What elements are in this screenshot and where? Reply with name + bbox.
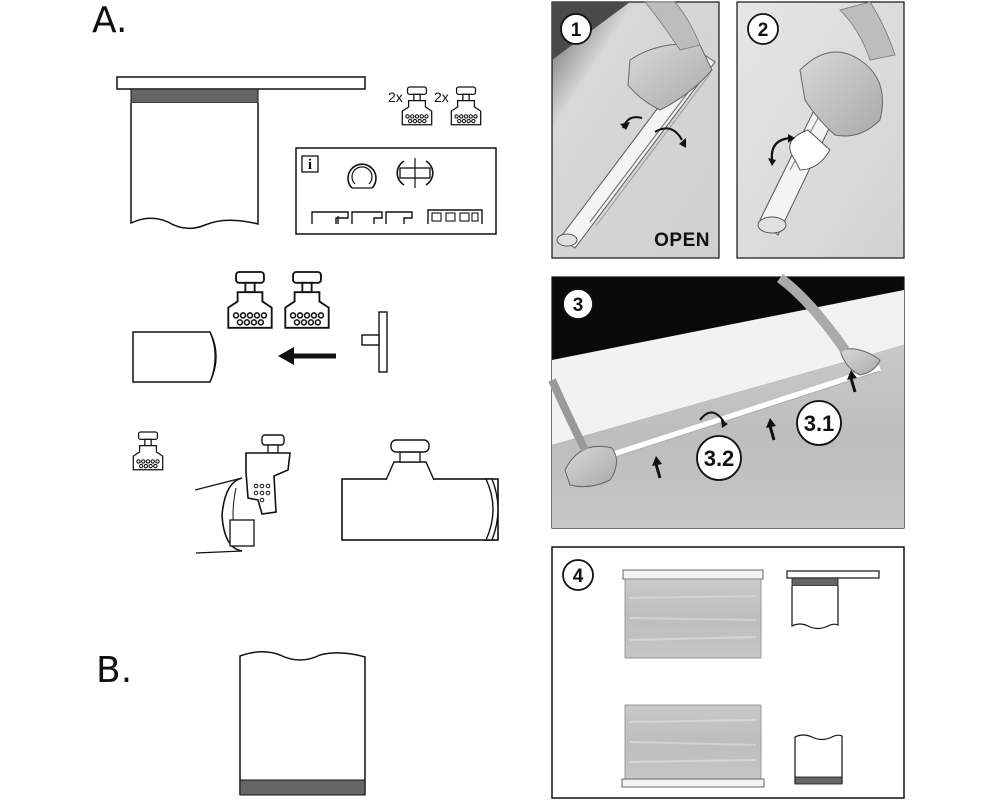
clip-bracket-icon bbox=[450, 86, 482, 126]
step-4-number: 4 bbox=[573, 566, 584, 587]
clip-bracket-icon bbox=[401, 86, 433, 126]
rail-section-profile-icon bbox=[311, 211, 413, 224]
step-1-number: 1 bbox=[571, 20, 582, 41]
step-1-panel: 1 OPEN bbox=[551, 1, 720, 259]
push-up-arrow-icon bbox=[847, 370, 857, 393]
step-2-number: 2 bbox=[758, 20, 769, 41]
open-caption: OPEN bbox=[654, 230, 710, 251]
quantity-label-b: 2x bbox=[434, 89, 449, 105]
clip-bracket-icon bbox=[284, 271, 330, 329]
info-icon bbox=[301, 155, 319, 173]
section-b-label: B. bbox=[96, 650, 132, 691]
mounted-blind-diagram bbox=[116, 76, 366, 230]
slide-brackets-step bbox=[132, 271, 388, 383]
step-3-panel: 3 3.2 3.1 bbox=[548, 273, 905, 529]
step-4-panel: 4 bbox=[551, 546, 905, 799]
assembled-rail bbox=[341, 439, 499, 541]
rail-profile-round-icon bbox=[347, 163, 377, 189]
rail-section-alt-icon bbox=[427, 209, 483, 224]
step-3-1-label: 3.1 bbox=[804, 411, 835, 436]
step-3-number: 3 bbox=[573, 295, 584, 316]
info-box: i bbox=[295, 147, 497, 235]
blind-top-mounted-photo bbox=[622, 569, 764, 659]
rail-profile-double-icon bbox=[396, 158, 434, 188]
info-icon-glyph: i bbox=[308, 157, 312, 173]
slide-left-arrow-icon bbox=[278, 347, 336, 365]
blind-top-mounted-diagram bbox=[786, 570, 880, 630]
quantity-label-a: 2x bbox=[388, 89, 403, 105]
rail-end bbox=[132, 331, 217, 383]
blind-bottom-mounted-photo bbox=[621, 704, 765, 788]
bracket-parts: 2x 2x bbox=[388, 86, 482, 126]
clip-insert-step bbox=[132, 431, 499, 554]
step-2-panel: 2 bbox=[736, 1, 905, 259]
push-up-arrow-icon bbox=[652, 456, 662, 479]
blind-bottom-diagram bbox=[239, 651, 366, 796]
section-a-label: A. bbox=[92, 0, 127, 41]
rail-clip-detail bbox=[194, 434, 291, 554]
push-up-arrow-icon bbox=[766, 418, 776, 441]
step-3-2-label: 3.2 bbox=[704, 446, 735, 471]
clip-bracket-icon bbox=[227, 271, 273, 329]
end-cap-icon bbox=[361, 311, 388, 373]
clip-bracket-icon bbox=[132, 431, 164, 471]
blind-bottom-mounted-diagram bbox=[794, 734, 843, 785]
